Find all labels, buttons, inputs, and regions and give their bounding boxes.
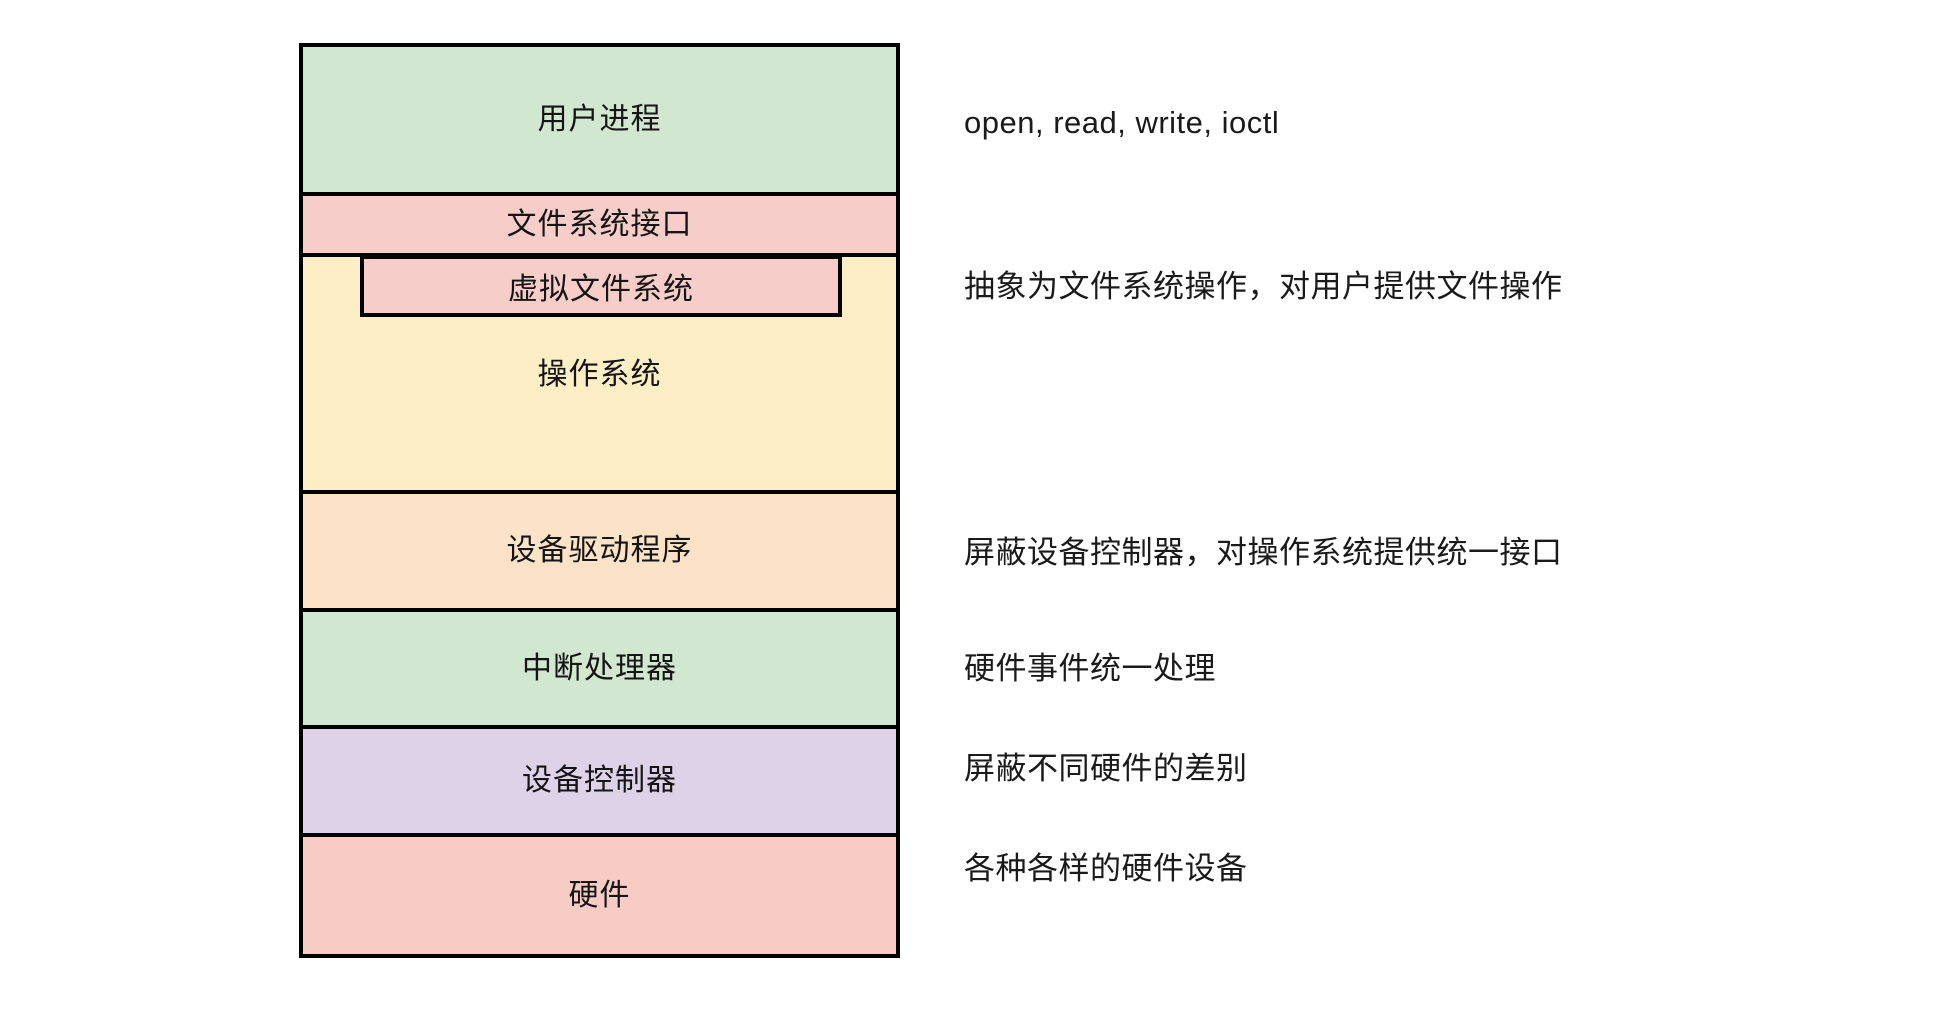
layer-device-controller: 设备控制器 — [303, 729, 896, 837]
layer-filesystem-api: 文件系统接口 — [303, 196, 896, 257]
layer-device-controller-label: 设备控制器 — [522, 764, 677, 797]
layer-hardware-label: 硬件 — [568, 878, 631, 912]
annotation-hardware: 各种各样的硬件设备 — [964, 851, 1248, 886]
layer-user-process: 用户进程 — [303, 47, 896, 196]
layer-device-driver: 设备驱动程序 — [303, 494, 896, 612]
layer-stack: 用户进程 文件系统接口 操作系统 虚拟文件系统 设备驱动程序 中断处理器 设备控… — [299, 43, 900, 958]
layer-interrupt-handler: 中断处理器 — [303, 612, 896, 729]
layer-user-process-label: 用户进程 — [537, 102, 662, 136]
annotation-device-driver: 屏蔽设备控制器，对操作系统提供统一接口 — [964, 535, 1563, 570]
annotation-device-controller: 屏蔽不同硬件的差别 — [964, 751, 1248, 786]
layer-device-driver-label: 设备驱动程序 — [506, 534, 693, 567]
layer-interrupt-handler-label: 中断处理器 — [522, 651, 677, 685]
annotation-interrupt-handler: 硬件事件统一处理 — [964, 651, 1216, 686]
annotation-virtual-filesystem: 抽象为文件系统操作，对用户提供文件操作 — [964, 269, 1563, 304]
layer-filesystem-api-label: 文件系统接口 — [506, 207, 693, 241]
layer-hardware: 硬件 — [303, 837, 896, 954]
layer-virtual-filesystem: 虚拟文件系统 — [360, 255, 842, 317]
annotation-user-process: open, read, write, ioctl — [964, 105, 1280, 140]
layer-operating-system-label: 操作系统 — [537, 358, 662, 391]
layer-virtual-filesystem-label: 虚拟文件系统 — [508, 273, 694, 306]
